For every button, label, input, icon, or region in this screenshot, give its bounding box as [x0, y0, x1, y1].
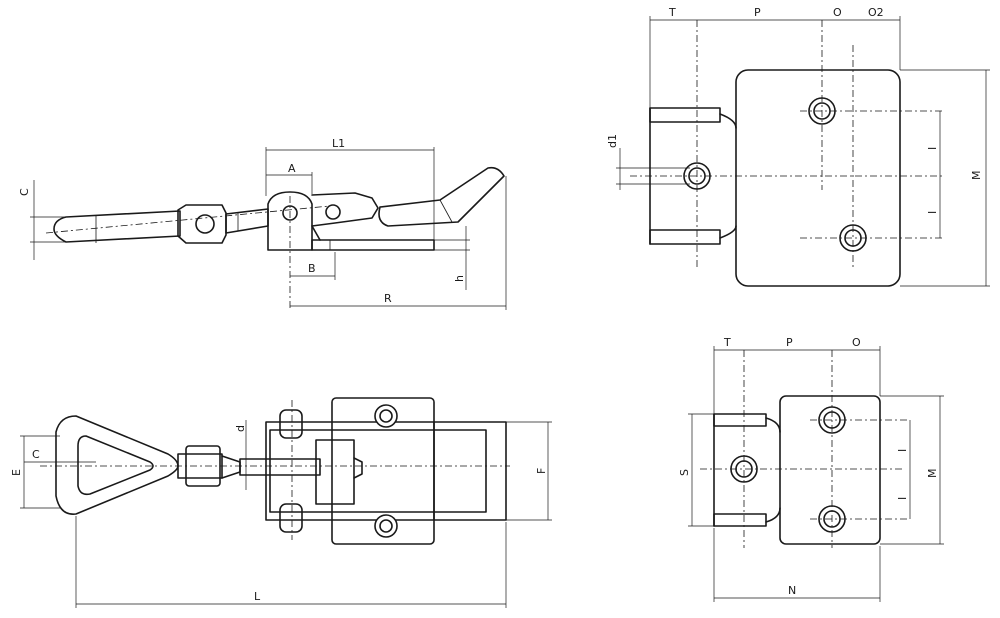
- dim-A: A: [288, 162, 296, 175]
- hook-block: [315, 439, 355, 505]
- dim-F: F: [535, 468, 548, 474]
- dim-M-large: M: [970, 171, 983, 181]
- dim-P-small: P: [786, 336, 793, 349]
- dim-B: B: [308, 262, 316, 275]
- dim-T-large: T: [668, 6, 676, 19]
- top-view: d E C F L: [10, 397, 552, 608]
- dim-h: h: [453, 275, 466, 282]
- body-frame: [265, 421, 507, 521]
- link-pin: [325, 204, 341, 220]
- dim-S: S: [678, 469, 691, 476]
- pivot-block: [267, 191, 313, 251]
- lever-handle: [378, 166, 505, 227]
- dim-M-small: M: [926, 469, 939, 479]
- lever-link: [311, 192, 379, 227]
- dim-R: R: [384, 292, 392, 305]
- nut-hole: [195, 214, 215, 234]
- top-screw-1: [374, 404, 398, 428]
- dim-O2-large: O2: [868, 6, 884, 19]
- dim-I1-large: I: [926, 147, 939, 150]
- dim-L1: L1: [332, 137, 345, 150]
- small-plate: [779, 395, 881, 545]
- large-plate: [735, 69, 901, 287]
- dim-d: d: [234, 425, 247, 432]
- dim-O-large: O: [833, 6, 842, 19]
- dim-I1-small: I: [896, 449, 909, 452]
- loop-handle-outer: [55, 415, 179, 515]
- coupling-nut: [177, 204, 227, 244]
- dim-I2-small: I: [896, 497, 909, 500]
- dim-N: N: [788, 584, 796, 597]
- base-plate: [311, 239, 435, 251]
- body-inner: [269, 429, 487, 513]
- dim-d1: d1: [606, 134, 619, 148]
- dim-E: E: [10, 469, 23, 476]
- top-rod: [239, 458, 321, 476]
- dim-O-small: O: [852, 336, 861, 349]
- dim-C-top: C: [32, 448, 40, 461]
- top-screw-2: [374, 514, 398, 538]
- dim-T-small: T: [723, 336, 731, 349]
- plate-view-small: T P O S I I M N: [678, 336, 944, 602]
- plate-view-large: T P O O2 d1 I I M: [606, 6, 990, 287]
- dim-I2-large: I: [926, 211, 939, 214]
- dim-P-large: P: [754, 6, 761, 19]
- loop-handle-inner: [77, 435, 154, 496]
- dim-L: L: [254, 590, 261, 603]
- side-view: L1 A B C R h: [18, 137, 507, 310]
- dim-C: C: [18, 188, 31, 196]
